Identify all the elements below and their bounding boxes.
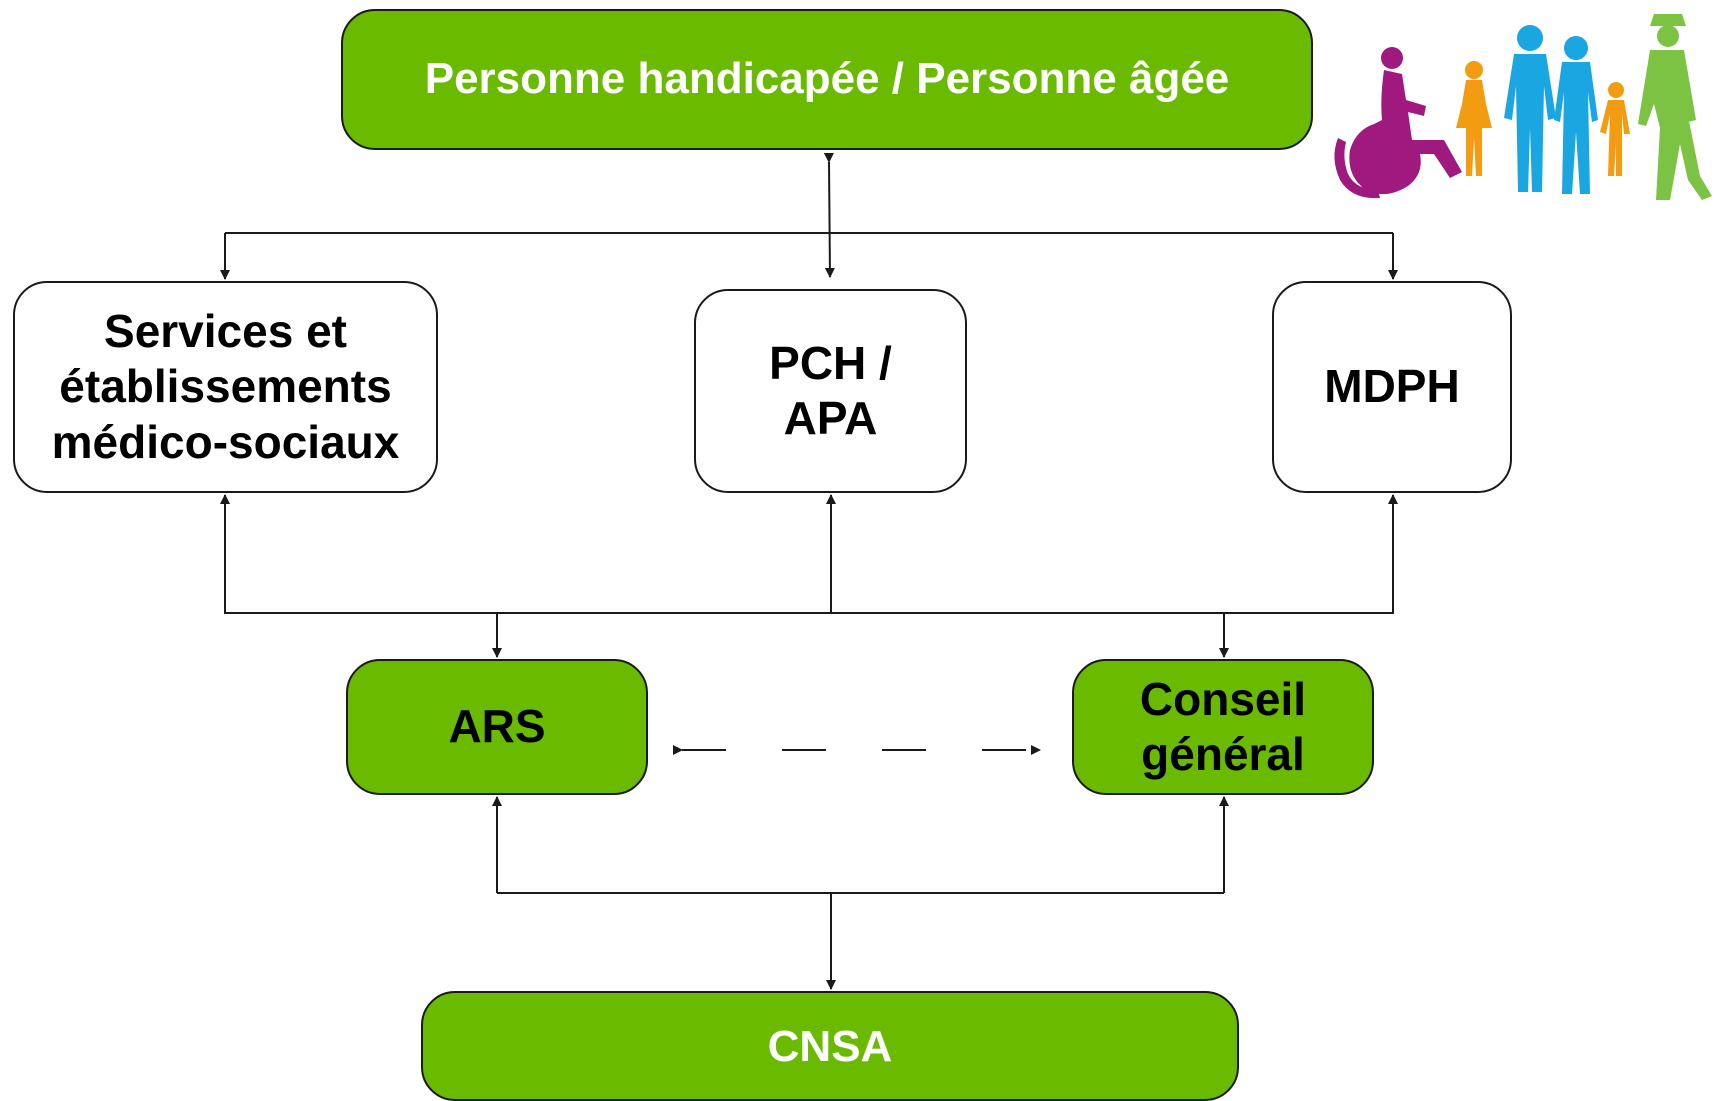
wheelchair-user-icon [1334, 47, 1462, 199]
child-orange-small-icon [1600, 82, 1630, 176]
edge-bus-right [830, 505, 1394, 614]
node-services: Services et établissements médico-sociau… [13, 281, 438, 493]
node-pch-apa: PCH / APA [694, 289, 967, 493]
node-conseil-general-label: Conseil général [1139, 672, 1307, 780]
edge-bus-left [224, 505, 830, 614]
adult-blue-icon [1504, 25, 1556, 192]
node-ars-label: ARS [448, 700, 546, 753]
node-conseil-general: Conseil général [1072, 659, 1374, 795]
elder-green-icon [1638, 14, 1712, 200]
people-family-silhouettes-icon [1334, 14, 1712, 200]
node-cnsa-label: CNSA [767, 1022, 893, 1071]
node-mdph-label: MDPH [1324, 360, 1460, 413]
node-pch-apa-label: PCH / APA [769, 336, 892, 444]
child-orange-icon [1456, 61, 1492, 176]
node-cnsa: CNSA [421, 991, 1239, 1101]
adult-woman-blue-icon [1554, 36, 1598, 194]
node-personne-label: Personne handicapée / Personne âgée [424, 54, 1230, 104]
node-ars: ARS [346, 659, 648, 795]
node-mdph: MDPH [1272, 281, 1512, 493]
node-services-label: Services et établissements médico-sociau… [51, 305, 400, 468]
edge-top-pch [823, 152, 835, 278]
node-personne: Personne handicapée / Personne âgée [341, 9, 1313, 150]
